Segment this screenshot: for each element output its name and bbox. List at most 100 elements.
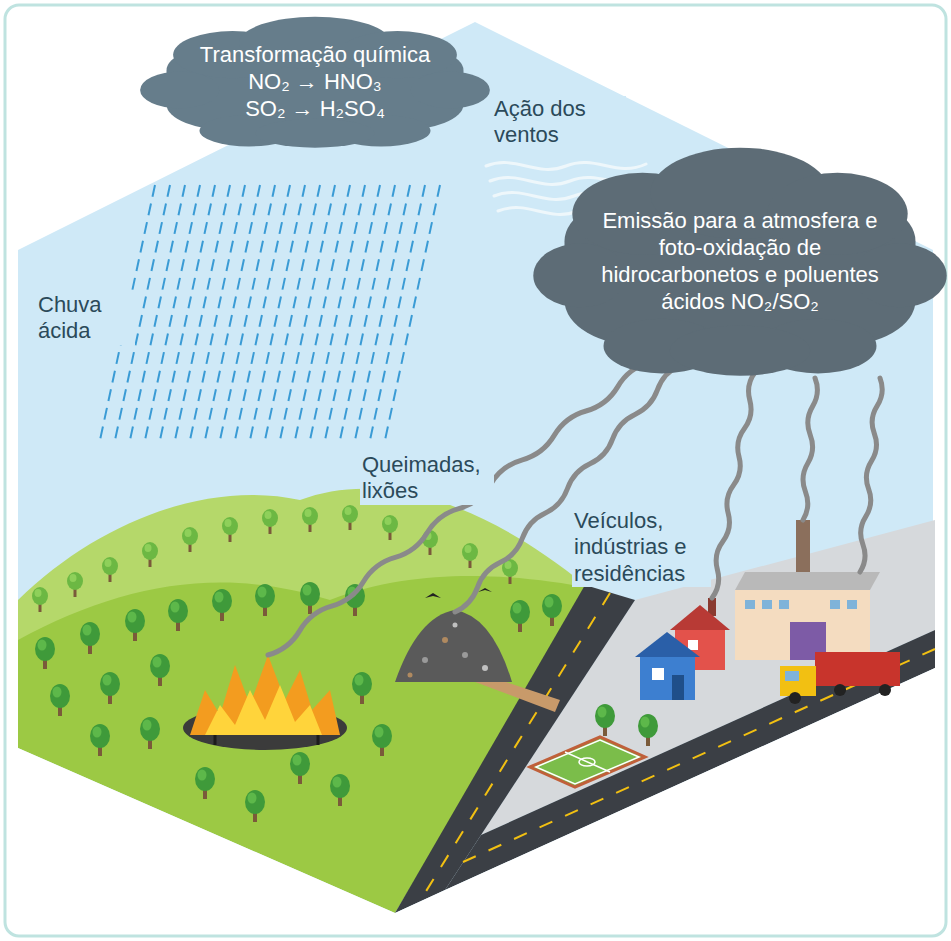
cloud-text: NO₂ → HNO₃ (192, 69, 438, 96)
scene-part (150, 654, 170, 686)
scene-part (100, 672, 120, 704)
scene-part (640, 655, 695, 700)
trees (32, 505, 658, 822)
scene-part (530, 737, 645, 787)
cloud-bump (411, 72, 490, 109)
scene-part (542, 594, 562, 626)
scene-part (395, 610, 512, 682)
forest-fire (183, 655, 347, 750)
scene-part (125, 609, 145, 641)
scene-part (510, 600, 530, 632)
frame-border (5, 5, 946, 936)
scene-part (290, 752, 310, 784)
page-ground-lower (18, 668, 935, 936)
scene-part (302, 507, 318, 532)
scene-part (35, 637, 55, 669)
scene-part (102, 557, 118, 582)
scene-part (462, 543, 478, 568)
scene-part (190, 655, 340, 735)
scene-part (785, 671, 799, 681)
scene-part (830, 600, 840, 609)
scene-part (712, 372, 755, 598)
scene-part (300, 582, 320, 614)
cloud-body (565, 196, 916, 346)
scene-part (382, 515, 398, 540)
scene-part (834, 684, 846, 696)
scene-part (815, 652, 900, 686)
scene-part (482, 665, 488, 671)
cloud-bump (670, 326, 810, 376)
scene-part (847, 600, 857, 609)
scene-part (205, 685, 322, 735)
scene-part (262, 509, 278, 534)
scene-part (779, 600, 789, 609)
scene-label: Queimadas, lixões (360, 452, 494, 505)
acid-rain-drops (100, 185, 440, 440)
scene-part (670, 605, 730, 630)
scene-part (789, 692, 801, 704)
scene-part (442, 637, 448, 643)
scene-part (486, 163, 646, 170)
scene-part (860, 378, 882, 572)
scene-part (879, 684, 891, 696)
scene-part (222, 517, 238, 542)
soccer-field (530, 737, 645, 787)
scene-part (80, 622, 100, 654)
scene-part (638, 714, 658, 746)
scene-part (688, 640, 698, 650)
scene-part (745, 600, 755, 609)
scene-part (195, 767, 215, 799)
cloud-node: Emissão para a atmosfera e foto-oxidação… (545, 150, 935, 378)
cloud-text: SO₂ → H₂SO₄ (192, 96, 438, 123)
truck (780, 652, 900, 704)
scene-part (32, 587, 48, 612)
scene-part (470, 680, 560, 712)
scene-part (255, 584, 275, 616)
scene-part (140, 717, 160, 749)
scene-part (595, 704, 615, 736)
scene-part (342, 505, 358, 530)
scene-part (67, 572, 83, 597)
scene-part (735, 590, 870, 660)
scene-part (635, 632, 700, 657)
scene-part (672, 675, 684, 700)
scene-part (803, 378, 817, 520)
scene-part (330, 774, 350, 806)
scene-label: Veículos, indústrias e residências (572, 508, 711, 587)
scene-part (565, 752, 610, 772)
cloud-text: Transformação química (192, 42, 438, 69)
scene-part (652, 668, 664, 680)
scene-part (453, 623, 458, 628)
scene-part (762, 600, 772, 609)
scene-part (90, 724, 110, 756)
scene-part (168, 599, 188, 631)
cloud-node: Transformação químicaNO₂ → HNO₃SO₂ → H₂S… (150, 18, 480, 149)
smoke-plumes (268, 362, 882, 655)
scene-part (780, 666, 816, 696)
scene-part (352, 672, 372, 704)
scene-label: Ação dos ventos (492, 96, 626, 149)
cloud-bump (140, 72, 219, 109)
cloud-bump (256, 119, 375, 148)
cloud-text-group: Emissão para a atmosfera e foto-oxidação… (593, 208, 887, 315)
scene-part (425, 593, 441, 598)
scene-part (408, 673, 413, 678)
scene-part (422, 657, 428, 663)
scene-part (182, 527, 198, 552)
cloud-text: Emissão para a atmosfera e foto-oxidação… (593, 208, 887, 315)
scene-part (142, 542, 158, 567)
scene-part (462, 652, 468, 658)
scene-part (478, 588, 492, 592)
scene-part (536, 740, 639, 784)
trash-dump (395, 588, 560, 712)
cloud-text-group: Transformação químicaNO₂ → HNO₃SO₂ → H₂S… (192, 42, 438, 122)
scene-label: Chuva ácida (36, 292, 135, 345)
scene-part (245, 790, 265, 822)
scene-part (579, 758, 595, 766)
scene-part (50, 684, 70, 716)
scene-part (372, 724, 392, 756)
scene-part (735, 572, 880, 590)
scene-part (212, 589, 232, 621)
